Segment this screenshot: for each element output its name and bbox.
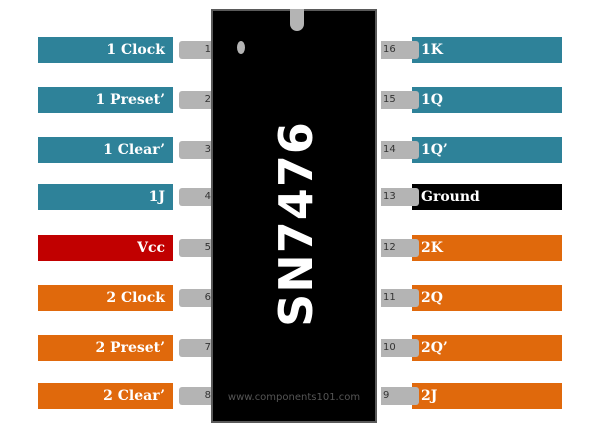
- chip-name: SN7476: [269, 121, 323, 327]
- pin-15: 15: [381, 91, 419, 109]
- right-pin-label-9: 2J: [412, 383, 562, 409]
- pin1-marker-dot: [237, 41, 245, 54]
- pin-2: 2: [179, 91, 217, 109]
- pin-14: 14: [381, 141, 419, 159]
- left-pin-label-2: 1 Preset’: [38, 87, 173, 113]
- pin-5: 5: [179, 239, 217, 257]
- left-pin-label-6: 2 Clock: [38, 285, 173, 311]
- left-pin-label-8: 2 Clear’: [38, 383, 173, 409]
- left-pin-label-3: 1 Clear’: [38, 137, 173, 163]
- left-pin-label-5: Vcc: [38, 235, 173, 261]
- pin-7: 7: [179, 339, 217, 357]
- pin-13: 13: [381, 188, 419, 206]
- right-pin-label-15: 1Q: [412, 87, 562, 113]
- left-pin-label-7: 2 Preset’: [38, 335, 173, 361]
- pin-9: 9: [381, 387, 419, 405]
- right-pin-label-12: 2K: [412, 235, 562, 261]
- right-pin-label-10: 2Q’: [412, 335, 562, 361]
- right-pin-label-16: 1K: [412, 37, 562, 63]
- pin-4: 4: [179, 188, 217, 206]
- right-pin-label-14: 1Q’: [412, 137, 562, 163]
- left-pin-label-1: 1 Clock: [38, 37, 173, 63]
- pin-1: 1: [179, 41, 217, 59]
- left-pin-label-4: 1J: [38, 184, 173, 210]
- pin-8: 8: [179, 387, 217, 405]
- pin-11: 11: [381, 289, 419, 307]
- right-pin-label-11: 2Q: [412, 285, 562, 311]
- pin-10: 10: [381, 339, 419, 357]
- right-pin-label-13: Ground: [412, 184, 562, 210]
- ic-chip-body: SN7476 www.components101.com: [211, 9, 377, 423]
- chip-notch: [290, 9, 304, 31]
- pin-12: 12: [381, 239, 419, 257]
- watermark: www.components101.com: [227, 392, 361, 403]
- pin-16: 16: [381, 41, 419, 59]
- pin-3: 3: [179, 141, 217, 159]
- pin-6: 6: [179, 289, 217, 307]
